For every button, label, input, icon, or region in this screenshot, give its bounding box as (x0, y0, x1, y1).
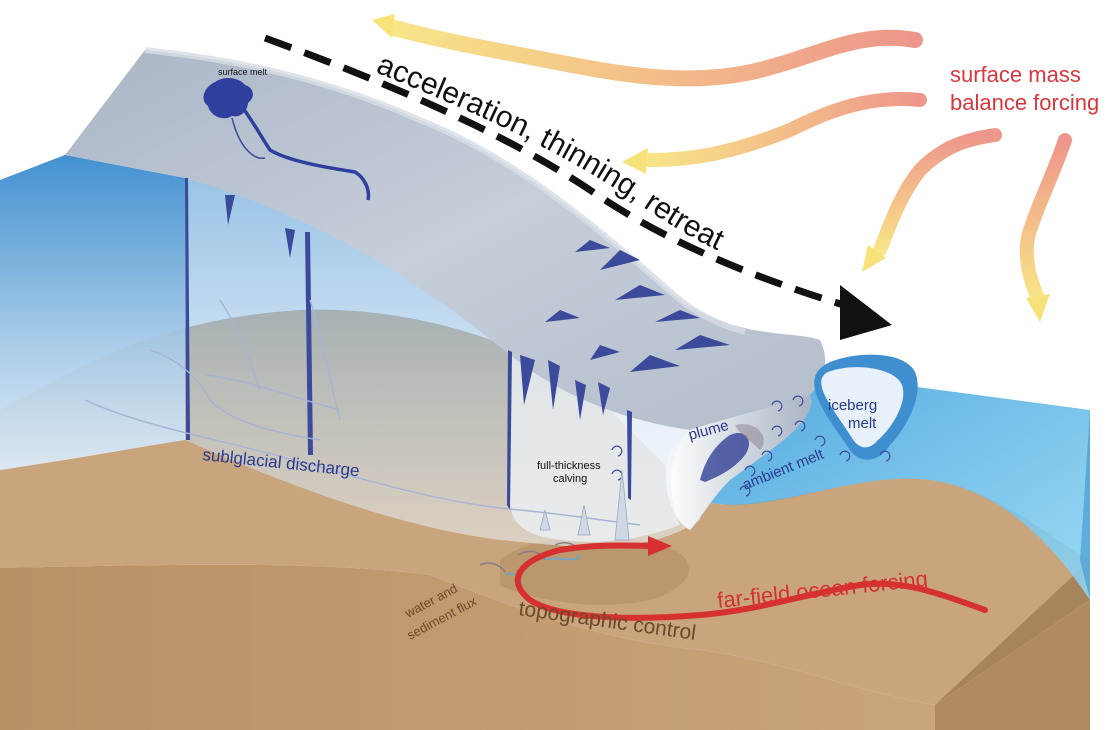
crevasses (185, 178, 730, 510)
glacier (0, 47, 826, 547)
calving-label-line2: calving (553, 473, 587, 485)
smb-label-line2: balance forcing (950, 90, 1099, 115)
smb-arrows (372, 14, 1072, 322)
surface-melt-label: surface melt (218, 67, 268, 77)
subglacial-channels (84, 299, 641, 526)
plume (700, 424, 764, 482)
iceberg-label-line2: melt (848, 415, 877, 432)
iceberg-label-line1: iceberg (828, 397, 877, 414)
ambient-melt-curls (611, 395, 891, 497)
acceleration-arrow (263, 34, 892, 340)
ocean (700, 370, 1090, 600)
ocean-forcing-arrow (514, 536, 988, 621)
calving-label-line1: full-thickness (537, 460, 601, 472)
calving-pinnacles (539, 469, 630, 541)
surface-melt (203, 78, 371, 201)
iceberg (814, 354, 918, 460)
smb-label-line1: surface mass (950, 62, 1081, 87)
